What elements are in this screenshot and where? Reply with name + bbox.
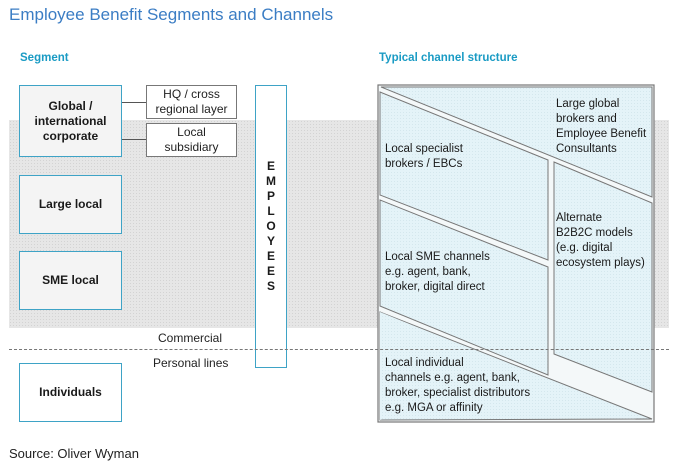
channel-text-large-global: Large global brokers and Employee Benefi… (556, 97, 646, 157)
commercial-personal-divider (9, 349, 669, 350)
segment-label-line: Global / (48, 98, 93, 113)
employees-box: E M P L O Y E E S (255, 85, 287, 368)
segment-header: Segment (20, 52, 69, 64)
text-line: Local SME channels (385, 251, 490, 263)
employees-letter: E (266, 264, 275, 278)
sub-layer-line: HQ / cross (163, 87, 220, 101)
text-line: Local specialist (385, 143, 463, 155)
employees-letter: M (266, 174, 276, 188)
segment-label: Individuals (39, 385, 102, 399)
segment-label: SME local (42, 273, 99, 287)
sub-layer-line: subsidiary (164, 140, 219, 154)
personal-lines-label: Personal lines (153, 356, 229, 370)
channel-header: Typical channel structure (379, 52, 518, 64)
segment-individuals: Individuals (19, 363, 122, 422)
channel-text-alternate-b2b2c: Alternate B2B2C models (e.g. digital eco… (556, 211, 645, 271)
sub-layer-line: regional layer (155, 102, 228, 116)
employees-letter: S (266, 279, 275, 293)
text-line: channels e.g. agent, bank, (385, 372, 520, 384)
connector-line (122, 139, 146, 140)
text-line: Large global (556, 98, 620, 110)
segment-label-line: corporate (42, 128, 99, 143)
employees-letter: E (266, 249, 275, 263)
channel-large-global (380, 86, 653, 198)
employees-letter: Y (266, 234, 275, 248)
sub-layer-hq: HQ / cross regional layer (146, 85, 237, 119)
text-line: Consultants (556, 143, 617, 155)
segment-label-line: international (34, 113, 107, 128)
employees-letter: O (266, 219, 276, 233)
text-line: Alternate (556, 212, 603, 224)
channel-text-local-individual: Local individual channels e.g. agent, ba… (385, 356, 530, 416)
commercial-label: Commercial (158, 331, 223, 345)
channel-local-specialist (379, 91, 549, 261)
text-line: brokers and (556, 113, 617, 125)
segment-global-corporate: Global / international corporate (19, 85, 122, 157)
text-line: ecosystem plays) (556, 257, 645, 269)
channel-local-sme (379, 199, 549, 376)
source-note: Source: Oliver Wyman (9, 446, 139, 461)
text-line: broker, specialist distributors (385, 387, 531, 399)
channel-alternate-b2b2c (553, 161, 653, 393)
sub-layer-local-subsidiary: Local subsidiary (146, 123, 237, 157)
text-line: Employee Benefit (556, 128, 647, 140)
segment-label: Large local (38, 197, 103, 211)
text-line: Local individual (385, 357, 464, 369)
channel-text-local-sme: Local SME channels e.g. agent, bank, bro… (385, 250, 490, 295)
text-line: e.g. agent, bank, (385, 266, 471, 278)
connector-line (122, 102, 146, 103)
sub-layer-line: Local (177, 125, 206, 139)
channel-text-local-specialist: Local specialist brokers / EBCs (385, 142, 463, 172)
employees-letter: L (267, 204, 275, 218)
page-title: Employee Benefit Segments and Channels (9, 5, 334, 24)
employees-letter: P (266, 189, 275, 203)
text-line: e.g. MGA or affinity (385, 402, 483, 414)
text-line: B2B2C models (556, 227, 633, 239)
segment-sme-local: SME local (19, 251, 122, 310)
employees-letter: E (266, 159, 275, 173)
text-line: broker, digital direct (385, 281, 485, 293)
segment-large-local: Large local (19, 175, 122, 234)
text-line: (e.g. digital (556, 242, 613, 254)
text-line: brokers / EBCs (385, 158, 463, 170)
